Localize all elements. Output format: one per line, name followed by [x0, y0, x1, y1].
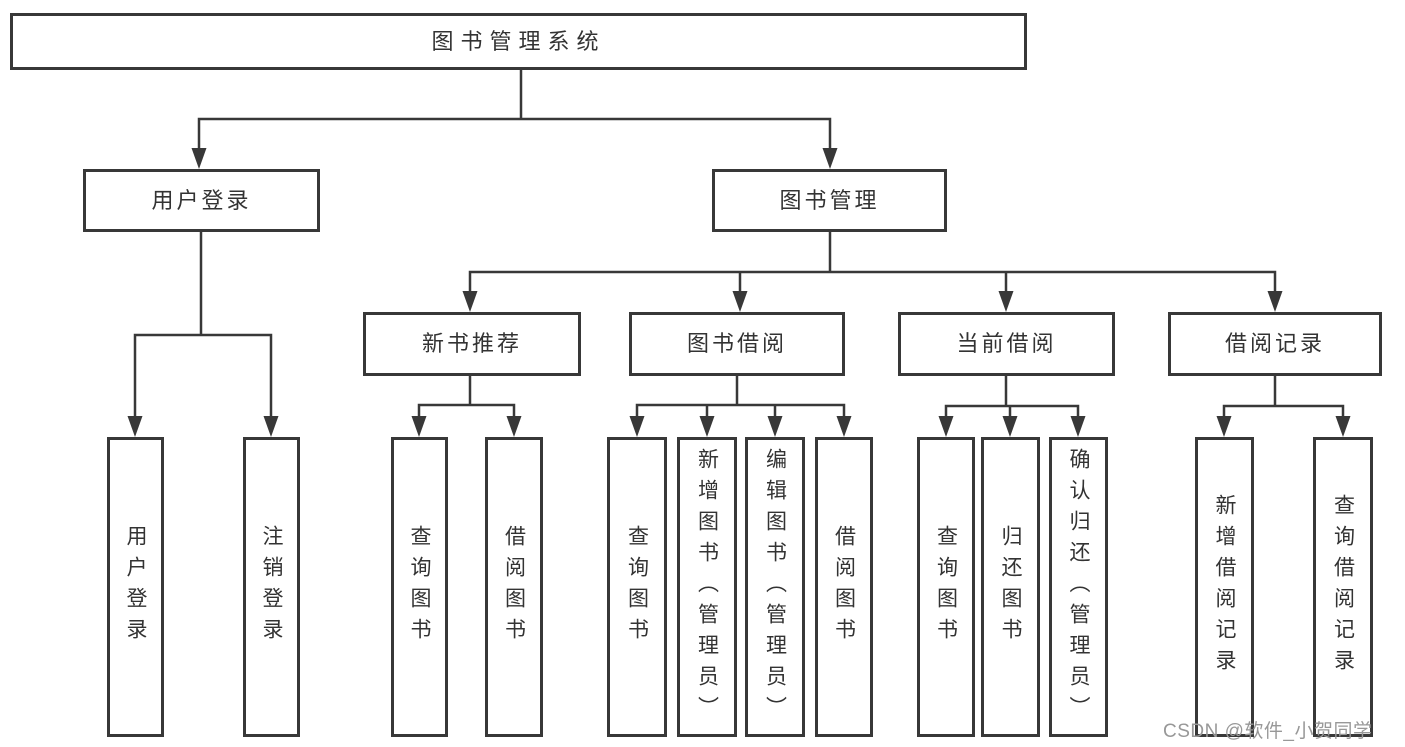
leaf-borrow-books: 借阅图书 [815, 437, 873, 737]
leaf-add-borrow-record: 新增借阅记录 [1195, 437, 1254, 737]
leaf-search-borrow-record: 查询借阅记录 [1313, 437, 1373, 737]
node-new-book-recommendation: 新书推荐 [363, 312, 581, 376]
leaf-logout: 注销登录 [243, 437, 300, 737]
node-user-login: 用户登录 [83, 169, 320, 232]
leaf-confirm-return-admin: 确认归还（管理员） [1049, 437, 1108, 737]
leaf-edit-books-admin: 编辑图书（管理员） [745, 437, 805, 737]
leaf-borrow-books-recommend: 借阅图书 [485, 437, 543, 737]
leaf-search-books-recommend: 查询图书 [391, 437, 448, 737]
csdn-watermark: CSDN @软件_小贺同学 [1163, 721, 1373, 742]
node-book-borrowing: 图书借阅 [629, 312, 845, 376]
leaf-user-login: 用户登录 [107, 437, 164, 737]
arrowhead-icons [127, 148, 1351, 437]
leaf-add-books-admin: 新增图书（管理员） [677, 437, 737, 737]
node-book-management: 图书管理 [712, 169, 947, 232]
node-library-management-system: 图书管理系统 [10, 13, 1027, 70]
node-current-borrowing: 当前借阅 [898, 312, 1115, 376]
leaf-search-books-current: 查询图书 [917, 437, 975, 737]
leaf-search-books-borrow: 查询图书 [607, 437, 667, 737]
leaf-return-books: 归还图书 [981, 437, 1040, 737]
node-borrowing-records: 借阅记录 [1168, 312, 1382, 376]
